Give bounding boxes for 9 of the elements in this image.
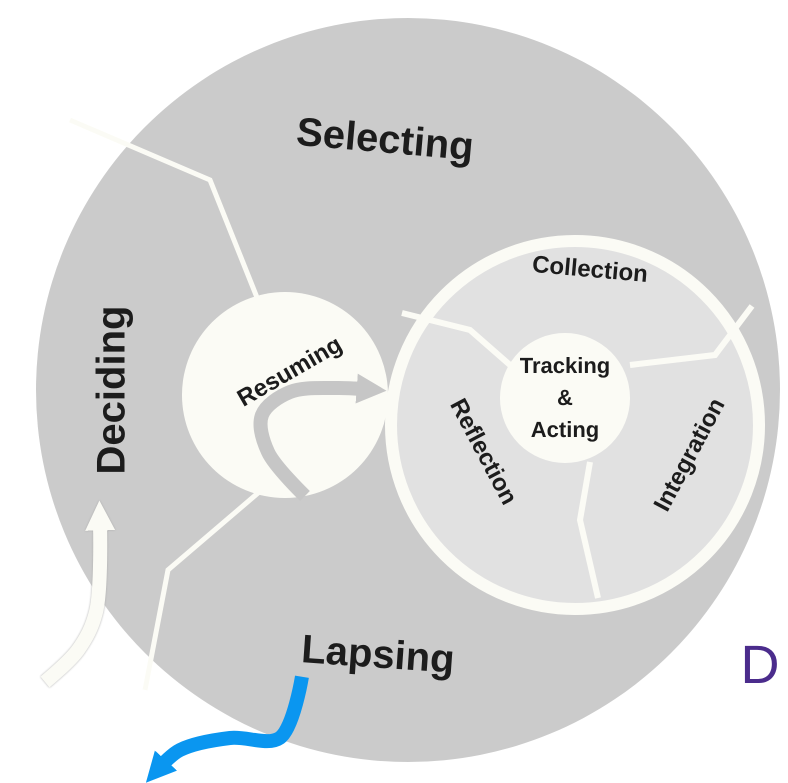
stage-label: Lapsing (300, 627, 456, 683)
stage-label: Deciding (90, 306, 134, 474)
arrow (254, 374, 387, 501)
stage-label: Selecting (294, 110, 476, 170)
stage-label: Collection (531, 251, 649, 289)
panel-letter: D (740, 634, 780, 696)
stage-label: Tracking & Acting (520, 352, 610, 444)
arrow (146, 676, 309, 783)
arrow (40, 500, 116, 688)
